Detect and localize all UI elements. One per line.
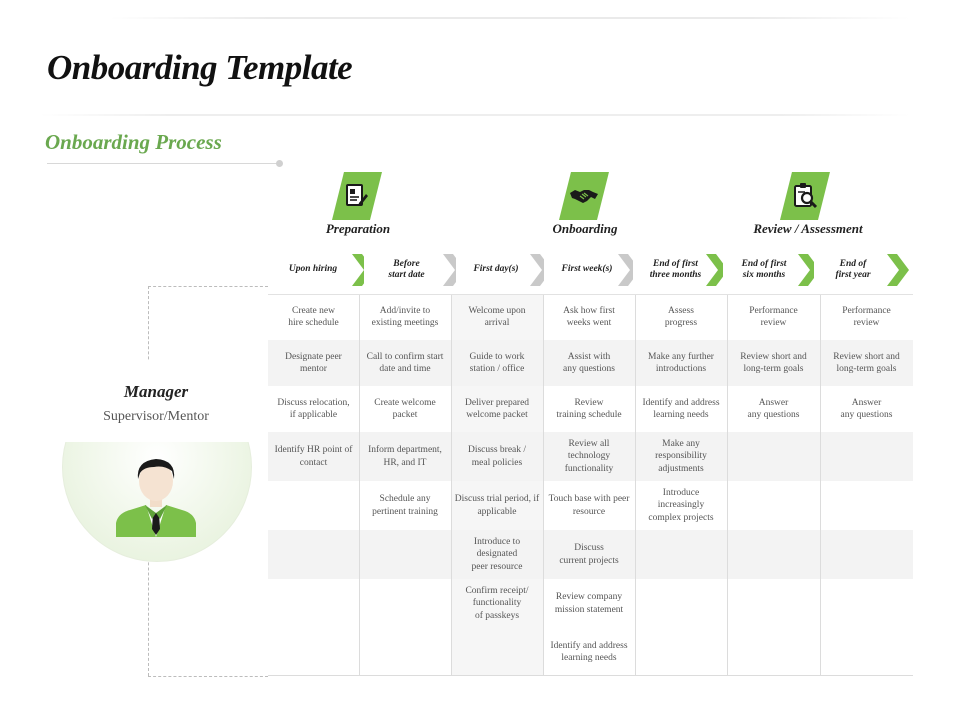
manager-avatar-icon [116, 459, 196, 537]
task-cell: Performance review [842, 305, 891, 328]
task-cell: Schedule any pertinent training [372, 494, 438, 517]
task-cell: Review training schedule [556, 397, 622, 420]
stage-upon-hiring: Upon hiring [268, 254, 358, 286]
task-cell: Welcome upon arrival [468, 305, 526, 328]
task-cell: Introduce increasingly complex projects [648, 487, 714, 523]
stage-three-months: End of first three months [633, 254, 718, 286]
task-cell: Deliver prepared welcome packet [464, 397, 530, 420]
task-cell: Make any responsibility adjustments [655, 438, 707, 474]
task-cell: Answer any questions [840, 397, 893, 420]
task-cell: Designate peer mentor [285, 351, 342, 374]
task-cell: Make any further introductions [648, 351, 714, 374]
manager-card [60, 360, 252, 442]
task-cell: Create welcome packet [374, 397, 436, 420]
task-cell: Review all technology functionality [564, 438, 614, 474]
stage-first-year: End of first year [814, 254, 892, 286]
task-cell: Assess progress [664, 305, 698, 328]
title-divider [40, 114, 910, 116]
grid-row-band [268, 530, 913, 579]
stage-first-weeks: First week(s) [544, 254, 630, 286]
onboarding-phase-badge [559, 172, 609, 220]
grid-column-divider [359, 294, 360, 676]
grid-column-divider [543, 294, 544, 676]
task-cell: Identify HR point of contact [274, 445, 353, 468]
grid-top-border [268, 294, 913, 295]
task-cell: Introduce to designated peer resource [471, 536, 523, 572]
manager-role: Supervisor/Mentor [103, 409, 209, 424]
task-cell: Confirm receipt/ functionality of passke… [465, 585, 529, 621]
subtitle-underline [47, 163, 279, 164]
task-cell: Call to confirm start date and time [366, 351, 444, 374]
chevron-right-icon [887, 254, 909, 286]
task-cell: Discuss relocation, if applicable [277, 397, 350, 420]
task-cell: Touch base with peer resource [548, 494, 630, 517]
stage-first-days: First day(s) [456, 254, 536, 286]
section-subtitle: Onboarding Process [45, 130, 222, 154]
task-cell: Create new hire schedule [288, 305, 339, 328]
task-cell: Review short and long-term goals [833, 351, 900, 374]
grid-column-divider [635, 294, 636, 676]
task-cell: Guide to work station / office [469, 351, 525, 374]
task-cell: Review short and long-term goals [740, 351, 807, 374]
handshake-icon [570, 190, 598, 203]
manager-bracket-bottom [148, 676, 268, 677]
phase-label-preparation: Preparation [325, 221, 391, 236]
grid-row-band [268, 340, 913, 386]
task-cell: Review company mission statement [554, 592, 624, 615]
grid-column-divider [820, 294, 821, 676]
grid-row-band [268, 432, 913, 481]
task-cell: Answer any questions [747, 397, 800, 420]
top-divider [110, 17, 910, 19]
task-cell: Discuss current projects [559, 543, 619, 566]
grid-bottom-border [268, 675, 913, 676]
task-cell: Inform department, HR, and IT [368, 445, 442, 468]
grid-column-divider [727, 294, 728, 676]
task-cell: Identify and address learning needs [550, 640, 628, 663]
grid-column-divider [451, 294, 452, 676]
task-cell: Performance review [749, 305, 798, 328]
review-phase-badge [780, 172, 830, 220]
task-cell: Discuss trial period, if applicable [454, 494, 540, 517]
phase-label-review: Review / Assessment [753, 221, 863, 236]
document-edit-icon [346, 184, 368, 206]
task-cell: Assist with any questions [563, 351, 615, 374]
task-cell: Identify and address learning needs [642, 397, 720, 420]
phase-label-onboarding: Onboarding [552, 221, 618, 236]
preparation-phase-badge [332, 172, 382, 220]
stage-six-months: End of first six months [723, 254, 805, 286]
subtitle-underline-dot [276, 160, 283, 167]
manager-bracket-top [148, 286, 268, 287]
task-cell: Discuss break / meal policies [467, 445, 527, 468]
timeline-stages: Upon hiring Before start date First day(… [268, 254, 913, 286]
stage-before-start: Before start date [364, 254, 449, 286]
task-cell: Ask how first weeks went [563, 305, 615, 328]
clipboard-search-icon [794, 183, 818, 209]
task-cell: Add/invite to existing meetings [371, 305, 439, 328]
page-title: Onboarding Template [47, 48, 353, 87]
manager-title: Manager [123, 382, 189, 401]
